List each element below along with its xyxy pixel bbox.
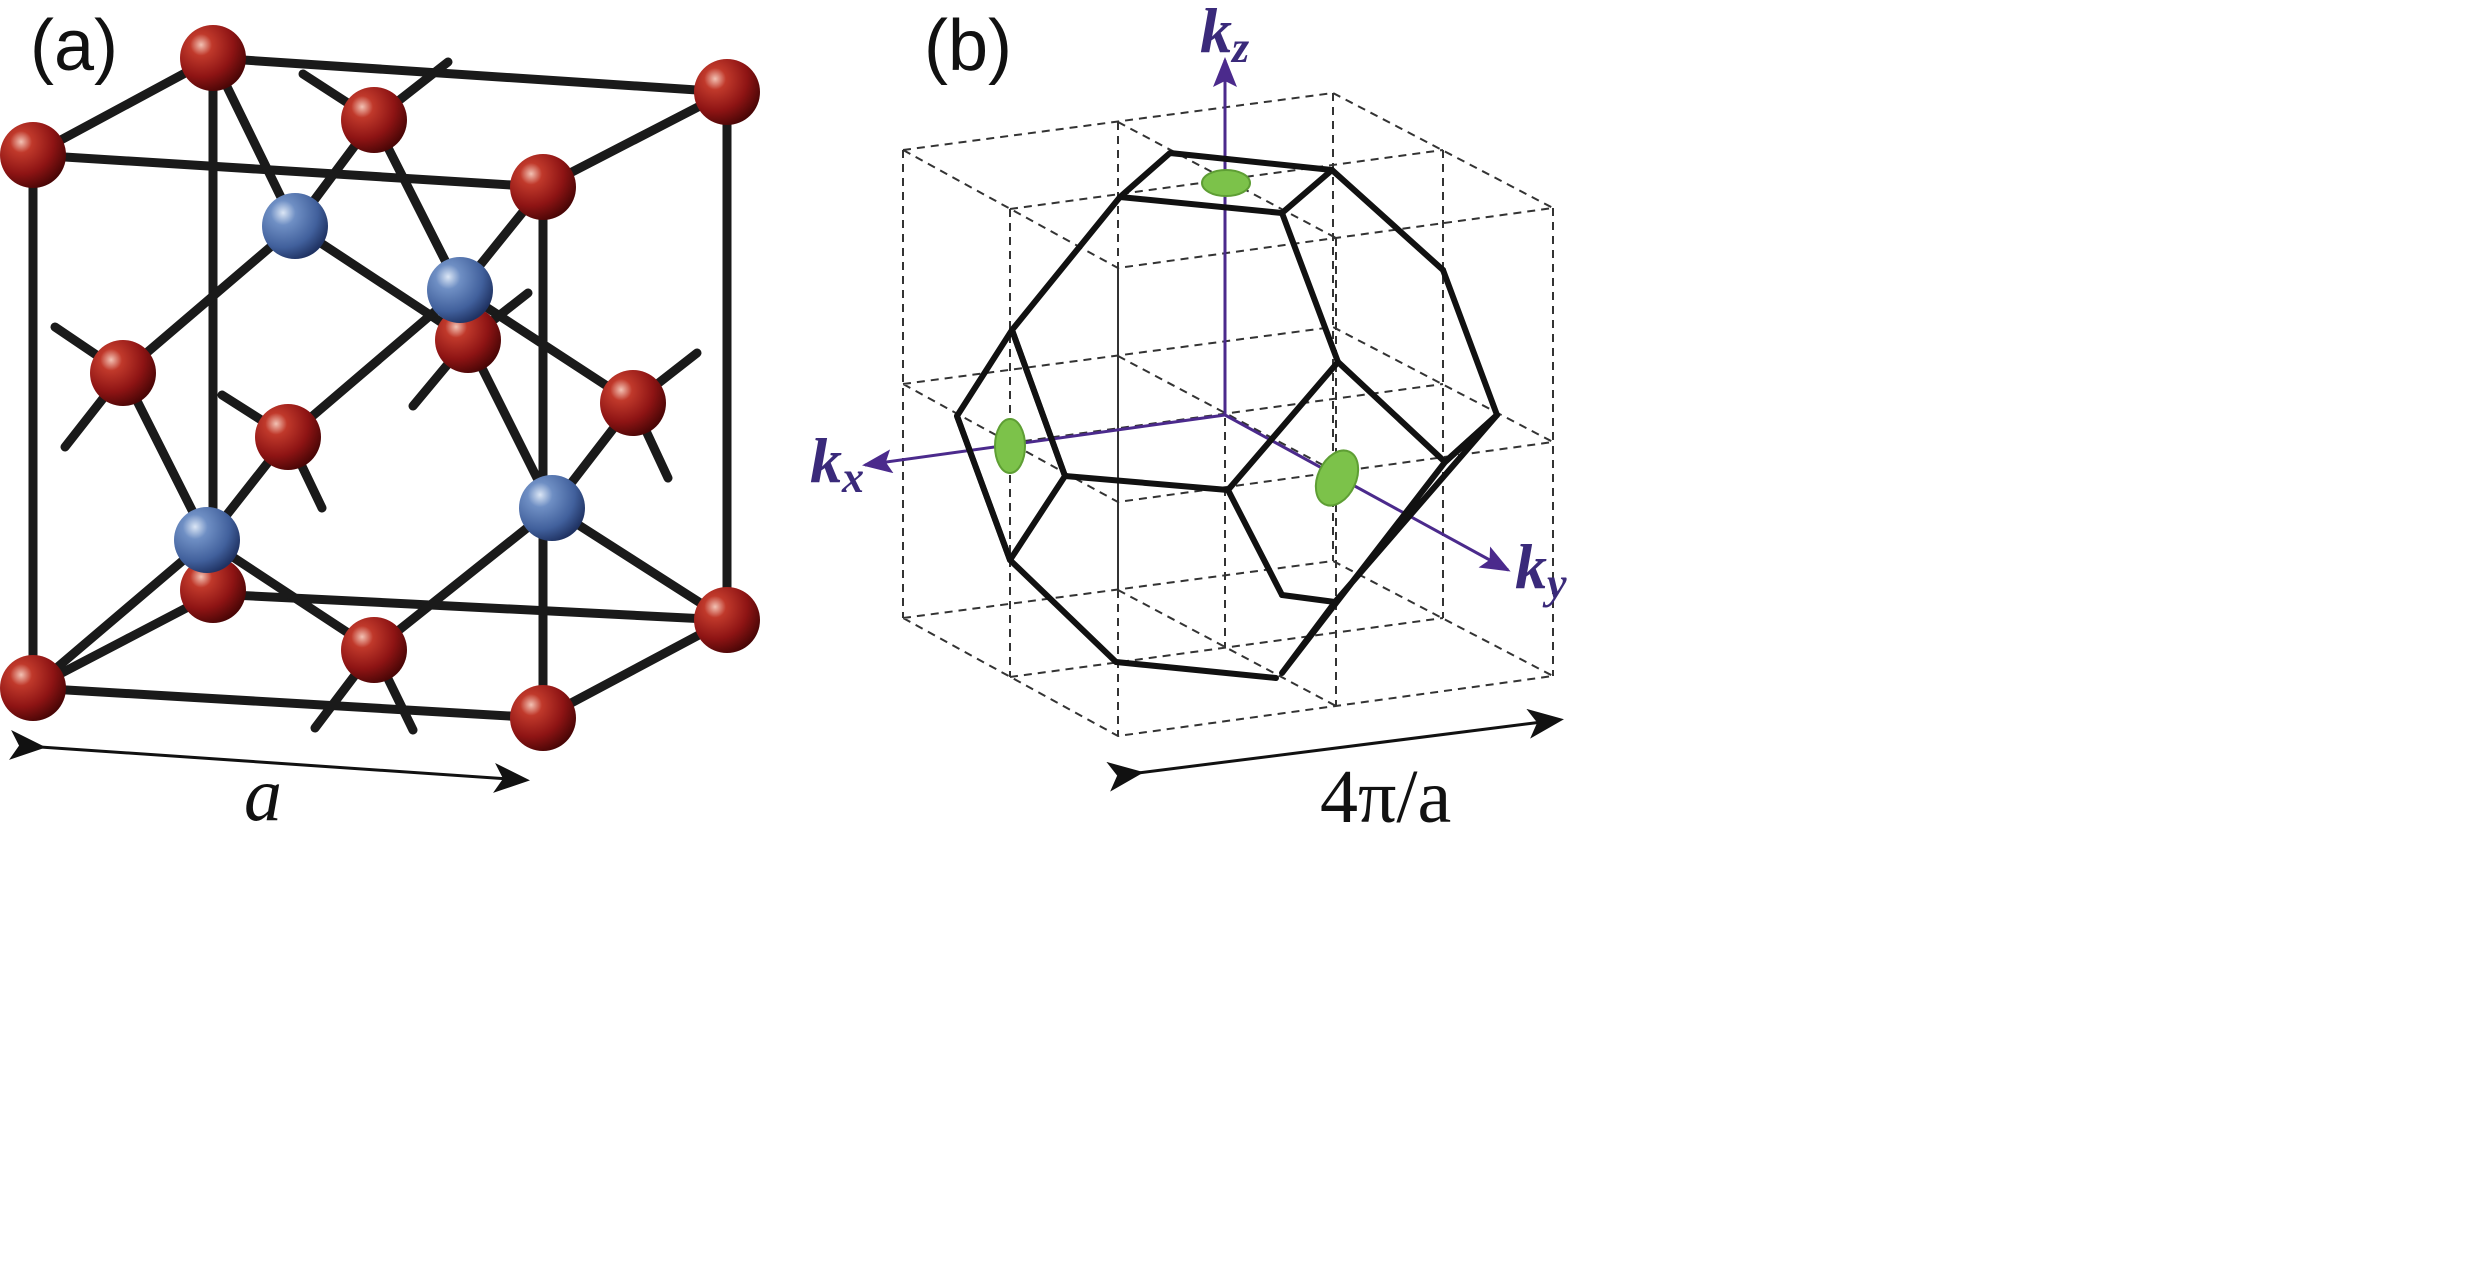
anion-atom [90,340,156,406]
lattice-constant-arrow: a [9,729,530,837]
anion-atom [435,307,501,373]
kx-label: kx [810,425,864,502]
brillouin-zone-edges [954,150,1500,681]
anion-atom [510,154,576,220]
cation-atom [174,507,240,573]
pocket-ky [1314,449,1360,507]
ky-label: ky [1515,531,1567,608]
anion-atom [694,587,760,653]
anion-atom [510,685,576,751]
anion-atom [180,557,246,623]
cation-atom [427,257,493,323]
reciprocal-length-label: 4π/a [1320,755,1451,839]
ky-axis [1224,413,1511,572]
cation-atom [519,475,585,541]
cation-atom [262,193,328,259]
electron-pockets [994,169,1360,507]
lattice-constant-label: a [244,753,282,837]
reciprocal-length-arrow: 4π/a [1106,708,1564,839]
kz-label: kz [1200,0,1249,72]
anion-atom [341,617,407,683]
kx-axis [862,413,1226,474]
anion-atom [694,59,760,125]
panel-a-label: (a) [30,6,118,86]
anion-atom [0,655,66,721]
anion-atom [341,87,407,153]
panel-a: (a) [0,6,760,837]
panel-b-label: (b) [924,6,1012,86]
pocket-kz [1201,169,1251,197]
atoms [0,25,760,751]
anion-atom [0,122,66,188]
anion-atom [255,404,321,470]
panel-b: (b) [810,0,1567,839]
pocket-kx [994,418,1026,474]
anion-atom [180,25,246,91]
anion-atom [600,370,666,436]
